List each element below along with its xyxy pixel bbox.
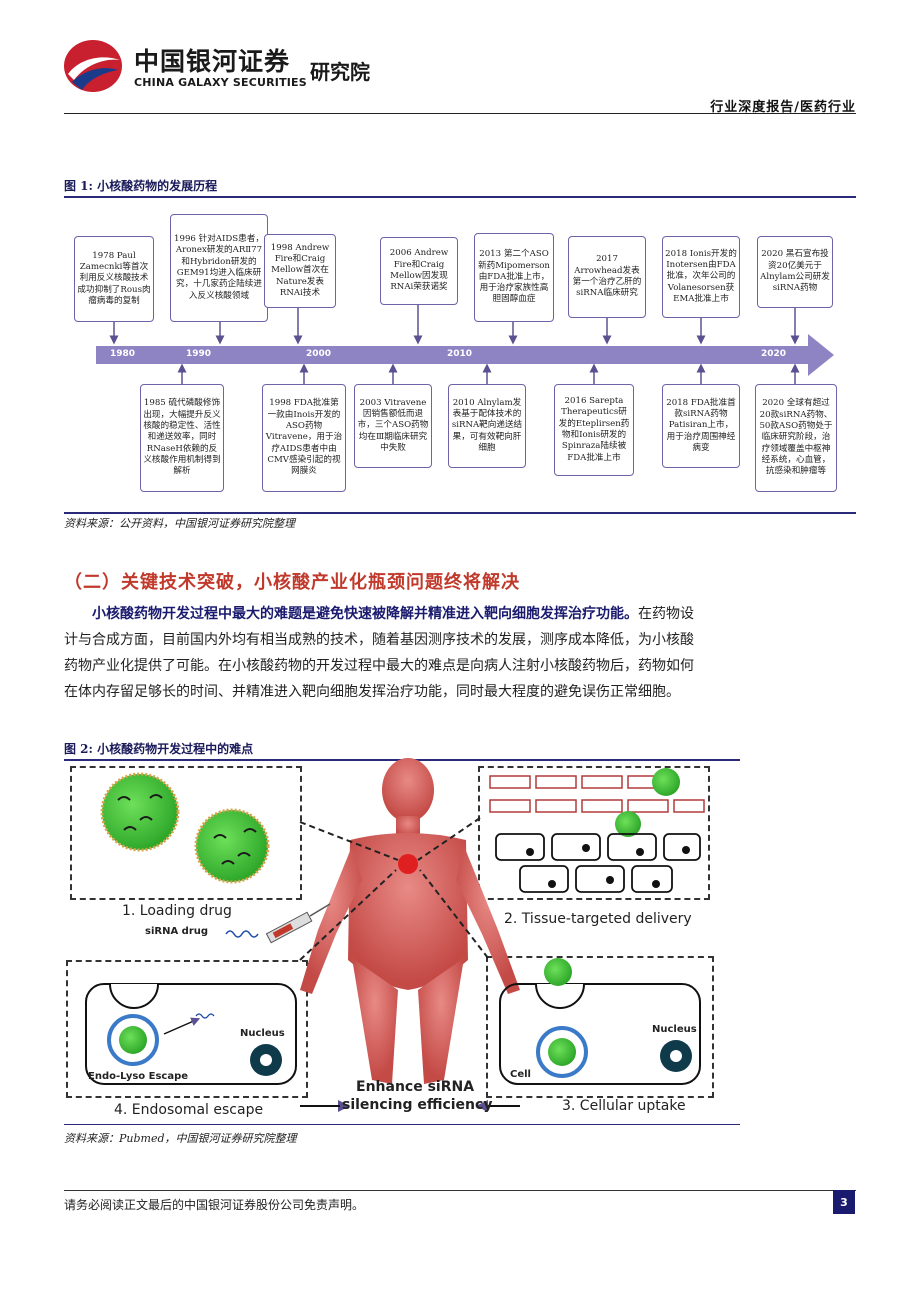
figure2-bottom-rule [64,1124,740,1125]
label-silencing-efficiency: silencing efficiency [342,1097,493,1113]
timeline-event-2018-inotersen: 2018 Ionis开发的Inotersen由FDA批准，次年公司的Volane… [662,236,740,318]
header-divider [64,113,856,114]
timeline-event-2020-blackstone: 2020 黑石宣布投资20亿美元于Alnylam公司研发siRNA药物 [757,236,833,308]
company-name-cn: 中国银河证券 [134,47,291,76]
label-endosomal-escape: 4. Endosomal escape [114,1102,264,1118]
page-number: 3 [833,1190,855,1214]
galaxy-logo-icon [64,40,122,92]
footer-disclaimer: 请务必阅读正文最后的中国银河证券股份公司免责声明。 [64,1198,365,1212]
timeline-event-2017: 2017 Arrowhead发表第一个治疗乙肝的siRNA临床研究 [568,236,646,318]
section-title: （二）关键技术突破，小核酸产业化瓶颈问题终将解决 [64,572,520,593]
label-endo-lyso: Endo-Lyso Escape [88,1071,189,1082]
timeline-event-2020-pipeline: 2020 全球有超过20款siRNA药物、50款ASO药物处于临床研究阶段，治疗… [755,384,837,492]
timeline-event-2016: 2016 Sarepta Therapeutics研发的Eteplirsen药物… [554,384,634,476]
label-tissue-delivery: 2. Tissue-targeted delivery [504,911,692,927]
panel-loading-drug [70,766,302,900]
institute-label: 研究院 [310,60,370,84]
label-cell: Cell [510,1069,531,1080]
footer-divider [64,1190,856,1191]
section-paragraph: 小核酸药物开发过程中最大的难题是避免快速被降解并精准进入靶向细胞发挥治疗功能。在… [64,601,700,705]
timeline-event-2018-patisiran: 2018 FDA批准首款siRNA药物Patisiran上市，用于治疗周围神经病… [662,384,740,468]
label-loading-drug: 1. Loading drug [122,903,232,919]
timeline-event-2010: 2010 Alnylam发表基于配体技术的siRNA靶向递送结果，可有效靶向肝细… [448,384,526,468]
section-lead-bold: 小核酸药物开发过程中最大的难题是避免快速被降解并精准进入靶向细胞发挥治疗功能。 [92,606,638,622]
panel-endosomal-escape [66,960,308,1098]
timeline-year-2010: 2010 [447,349,473,359]
timeline-event-1998-rnai: 1998 Andrew Fire和Craig Mellow首次在Nature发表… [264,234,336,308]
figure2-source: 资料来源：Pubmed，中国银河证券研究院整理 [64,1132,297,1145]
timeline-event-2013: 2013 第二个ASO新药Mipomerson由FDA批准上市，用于治疗家族性高… [474,233,554,322]
label-enhance-sirna: Enhance siRNA [356,1079,475,1095]
panel-cellular-uptake [486,956,714,1098]
report-type: 行业深度报告/医药行业 [710,100,856,115]
timeline-event-2006: 2006 Andrew Fire和Craig Mellow因发现RNAi荣获诺奖 [380,237,458,305]
label-sirna-drug: siRNA drug [145,926,209,937]
figure1-bottom-rule [64,512,856,514]
timeline-event-1978: 1978 Paul Zamecnki等首次利用反义核酸技术成功抑制了Rous肉瘤… [74,236,154,322]
figure1-caption: 图 1: 小核酸药物的发展历程 [64,179,218,193]
timeline-event-1998-vitravene: 1998 FDA批准第一款由Inois开发的ASO药物Vitravene，用于治… [262,384,346,492]
figure1-source: 资料来源：公开资料，中国银河证券研究院整理 [64,517,295,530]
timeline-year-2020: 2020 [761,349,787,359]
label-nucleus-right: Nucleus [652,1024,697,1035]
label-nucleus-left: Nucleus [240,1028,285,1039]
timeline-year-1980: 1980 [110,349,136,359]
panel-tissue-delivery [478,766,710,900]
label-cellular-uptake: 3. Cellular uptake [562,1098,686,1114]
timeline-event-1985: 1985 硫代磷酸修饰出现，大幅提升反义核酸的稳定性、活性和递送效率，同时RNa… [140,384,224,492]
figure1-top-rule [64,196,856,198]
timeline-year-1990: 1990 [186,349,212,359]
timeline-arrow [96,334,834,376]
timeline-year-2000: 2000 [306,349,332,359]
figure2-illustration [85,758,705,1112]
timeline-event-2003: 2003 Vitravene因销售额低而退市，三个ASO药物均在Ⅲ期临床研究中失… [354,384,432,468]
timeline-connectors [109,305,800,384]
figure2-caption: 图 2: 小核酸药物开发过程中的难点 [64,742,254,756]
section-body: 在药物设计与合成方面，目前国内外均有相当成熟的技术，随着基因测序技术的发展，测序… [64,606,694,700]
company-name-en: CHINA GALAXY SECURITIES [134,76,307,89]
